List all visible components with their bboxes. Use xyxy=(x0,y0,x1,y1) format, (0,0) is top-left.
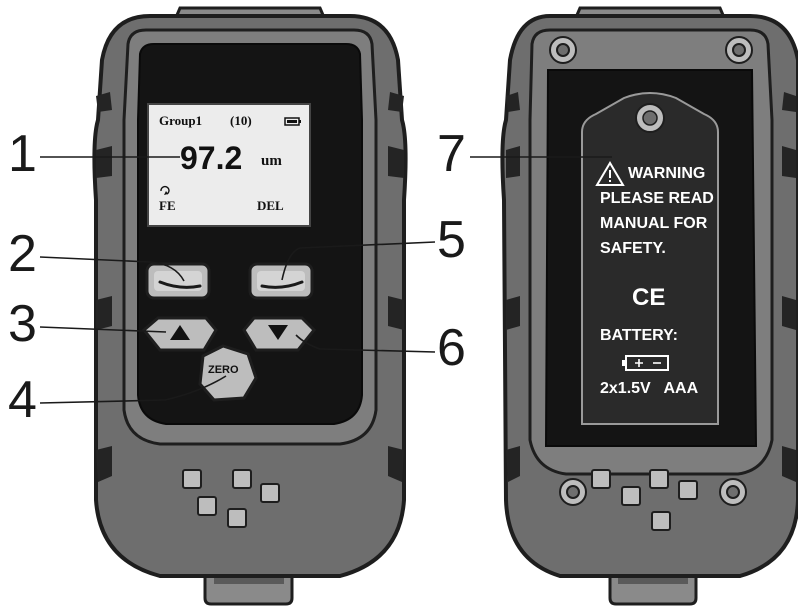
callout-6: 6 xyxy=(437,319,466,377)
callout-lines xyxy=(39,156,612,404)
refresh-icon xyxy=(160,185,170,195)
battery-polarity-icon xyxy=(622,355,669,371)
lcd-screen xyxy=(147,103,311,227)
warning-title: WARNING xyxy=(628,165,706,182)
battery-level-icon xyxy=(284,117,301,126)
down-arrow-icon xyxy=(268,325,288,340)
zero-button-label: ZERO xyxy=(208,364,239,376)
lcd-reading: 97.2 xyxy=(180,140,243,176)
warning-triangle-icon xyxy=(595,161,625,186)
callout-3: 3 xyxy=(8,295,37,353)
up-arrow-icon xyxy=(170,325,190,340)
callout-2: 2 xyxy=(8,225,37,283)
battery-title: BATTERY: xyxy=(600,327,678,344)
back-device xyxy=(500,6,798,606)
callout-1: 1 xyxy=(8,125,37,183)
lcd-del-label: DEL xyxy=(257,198,284,213)
lcd-unit: um xyxy=(261,153,282,169)
battery-spec: 2x1.5V AAA xyxy=(600,380,699,397)
front-device xyxy=(92,6,408,606)
warning-line-4: SAFETY. xyxy=(600,240,666,257)
screw-icon xyxy=(635,103,665,133)
warning-line-3: MANUAL FOR xyxy=(600,215,708,232)
callout-4: 4 xyxy=(8,371,37,429)
lcd-count-label: (10) xyxy=(230,113,252,128)
callout-7: 7 xyxy=(437,125,466,183)
lcd-group-label: Group1 xyxy=(159,113,203,128)
left-softkey-button[interactable] xyxy=(145,262,211,300)
ce-mark: CE xyxy=(632,284,666,311)
callout-5: 5 xyxy=(437,211,466,269)
down-button[interactable] xyxy=(242,316,317,352)
up-button[interactable] xyxy=(141,316,218,352)
corner-screws xyxy=(549,36,753,506)
lcd-mode-label: FE xyxy=(159,198,176,213)
zero-button[interactable] xyxy=(198,344,258,402)
warning-line-2: PLEASE READ xyxy=(600,190,714,207)
